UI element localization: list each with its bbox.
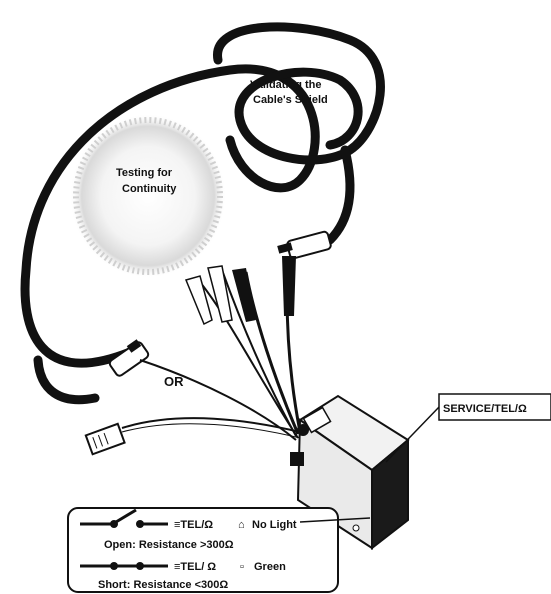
short-caption: Short: Resistance <300Ω	[98, 579, 228, 591]
open-indicator-label: No Light	[252, 519, 297, 531]
continuity-cloud	[70, 114, 226, 278]
shield-label-line-1: Validating the	[250, 79, 322, 91]
legend-box: ≡TEL/Ω ⌂ No Light Open: Resistance >300Ω…	[68, 508, 370, 592]
shield-connector	[277, 231, 331, 259]
rj-cable	[122, 418, 300, 432]
clip-white-1	[186, 276, 212, 324]
short-indicator-icon: ▫	[240, 561, 244, 573]
service-label: SERVICE/TEL/Ω	[443, 403, 527, 415]
clip-white-2	[208, 266, 232, 322]
shield-label-line-2: Cable's Shield	[253, 94, 328, 106]
clip-black-1	[232, 268, 256, 322]
rj-plug	[86, 424, 125, 454]
open-indicator-icon: ⌂	[238, 519, 245, 531]
continuity-label-line-2: Continuity	[122, 183, 177, 195]
continuity-label-line-1: Testing for	[116, 167, 173, 179]
open-state-label: ≡TEL/Ω	[174, 519, 213, 531]
left-connector	[108, 339, 149, 377]
open-caption: Open: Resistance >300Ω	[104, 539, 234, 551]
clip-black-2	[282, 256, 296, 316]
or-label: OR	[164, 374, 184, 389]
short-indicator-label: Green	[254, 561, 286, 573]
short-state-label: ≡TEL/ Ω	[174, 561, 216, 573]
